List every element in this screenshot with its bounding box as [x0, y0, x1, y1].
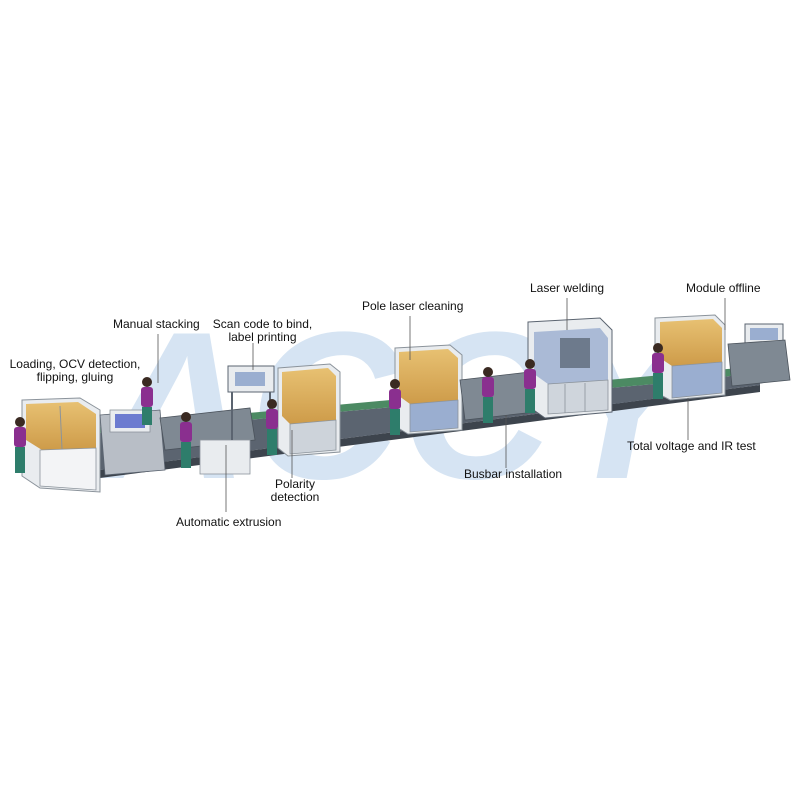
worker	[180, 412, 192, 468]
label-pole-laser-cleaning: Pole laser cleaning	[362, 299, 464, 313]
station-laser-welding	[527, 317, 613, 419]
label-loading-line2: flipping, gluing	[36, 370, 114, 384]
label-loading-line1: Loading, OCV detection,	[9, 357, 141, 371]
label-polarity-line1: Polarity	[274, 477, 315, 491]
label-laser-welding: Laser welding	[530, 281, 605, 295]
label-scan-line1: Scan code to bind,	[212, 317, 313, 331]
label-manual-stacking: Manual stacking	[113, 317, 200, 331]
label-total-voltage: Total voltage and IR test	[627, 439, 756, 453]
label-busbar-installation: Busbar installation	[464, 467, 563, 481]
worker	[266, 399, 278, 455]
worker	[14, 417, 26, 473]
worker	[389, 379, 401, 435]
station-total-voltage	[654, 314, 726, 401]
station-polarity	[277, 363, 341, 457]
label-scan-line2: label printing	[228, 330, 297, 344]
worker	[482, 367, 494, 423]
label-automatic-extrusion: Automatic extrusion	[176, 515, 282, 529]
label-module-offline: Module offline	[686, 281, 761, 295]
worker	[652, 343, 664, 399]
station-busbar	[459, 371, 536, 421]
label-scan-code: Scan code to bind, label printing	[205, 318, 320, 344]
station-scan-code	[227, 365, 275, 440]
station-pole-laser-cleaning	[394, 344, 463, 435]
label-polarity: Polarity detection	[260, 478, 330, 504]
worker	[141, 377, 153, 425]
label-polarity-line2: detection	[270, 490, 320, 504]
station-module-offline	[727, 323, 791, 387]
station-loading	[21, 397, 101, 493]
leader-lines	[157, 298, 726, 512]
worker	[524, 359, 536, 413]
label-loading: Loading, OCV detection, flipping, gluing	[0, 358, 150, 384]
